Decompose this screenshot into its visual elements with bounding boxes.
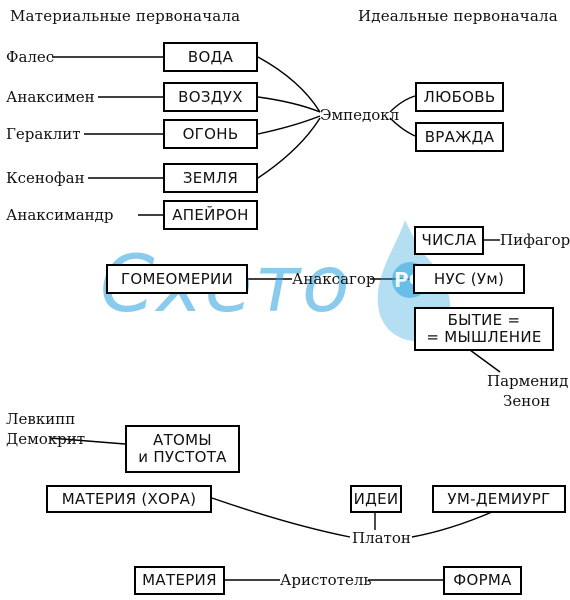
box-materiya: МАТЕРИЯ — [134, 566, 225, 595]
box-materiya-khora: МАТЕРИЯ (ХОРА) — [46, 485, 212, 513]
box-lyubov: ЛЮБОВЬ — [415, 82, 504, 112]
box-idei: ИДЕИ — [350, 485, 402, 513]
box-nus: НУС (Ум) — [413, 264, 525, 294]
box-bytie-line1: БЫТИЕ = — [447, 311, 521, 329]
philosopher-anaksagor: Анаксагор — [292, 270, 376, 288]
philosopher-anaksimen: Анаксимен — [6, 88, 95, 106]
philosopher-parmenid: Парменид — [487, 372, 569, 390]
box-voda: ВОДА — [163, 42, 258, 72]
philosopher-pifagor: Пифагор — [500, 231, 570, 249]
philosopher-empedokl: Эмпедокл — [320, 106, 400, 124]
philosopher-zenon: Зенон — [503, 392, 551, 410]
box-chisla: ЧИСЛА — [414, 226, 484, 255]
box-vrazhda: ВРАЖДА — [415, 122, 504, 152]
philosopher-fales: Фалес — [6, 48, 55, 66]
philosopher-anaksimandr: Анаксимандр — [6, 206, 114, 224]
philosopher-geraklit: Гераклит — [6, 125, 81, 143]
box-vozdukh: ВОЗДУХ — [163, 82, 258, 112]
header-ideal: Идеальные первоначала — [358, 7, 558, 25]
box-atomy: АТОМЫ и ПУСТОТА — [125, 425, 240, 473]
box-atomy-line1: АТОМЫ — [153, 431, 212, 449]
box-apeiron: АПЕЙРОН — [163, 200, 258, 230]
box-ogon: ОГОНЬ — [163, 119, 258, 149]
philosopher-ksenofan: Ксенофан — [6, 169, 85, 187]
box-bytie-line2: = МЫШЛЕНИЕ — [426, 328, 542, 346]
box-bytie: БЫТИЕ = = МЫШЛЕНИЕ — [414, 307, 554, 351]
philosopher-demokrit: Демокрит — [6, 430, 86, 448]
header-material: Материальные первоначала — [10, 7, 241, 25]
box-gomeomerii: ГОМЕОМЕРИИ — [106, 264, 248, 294]
box-um-demiurg: УМ-ДЕМИУРГ — [432, 485, 566, 513]
philosopher-aristotel: Аристотель — [280, 571, 372, 589]
box-atomy-line2: и ПУСТОТА — [138, 448, 227, 466]
box-forma: ФОРМА — [443, 566, 522, 595]
philosopher-levkipp: Левкипп — [6, 410, 76, 428]
box-zemlya: ЗЕМЛЯ — [163, 163, 258, 193]
philosopher-platon: Платон — [352, 529, 411, 547]
